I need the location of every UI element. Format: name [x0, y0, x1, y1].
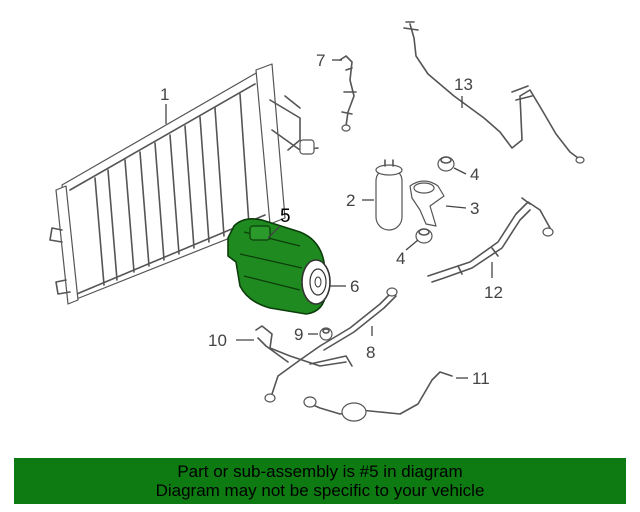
callout-4-upper: 4	[470, 165, 479, 184]
banner-line-2: Diagram may not be specific to your vehi…	[155, 481, 485, 500]
parts-diagram: 1 7 13 2 4 3 4 5 6 10 9 8 12 11	[49, 21, 585, 422]
part-cap-upper	[437, 156, 455, 172]
callout-13: 13	[454, 75, 473, 94]
part-hose-12	[427, 197, 554, 283]
callout-2: 2	[346, 191, 355, 210]
callout-9: 9	[294, 325, 303, 344]
callout-7: 7	[316, 51, 325, 70]
info-banner: Part or sub-assembly is #5 in diagram Di…	[14, 458, 626, 504]
callout-6: 6	[350, 277, 359, 296]
callout-3: 3	[470, 199, 479, 218]
banner-line-1: Part or sub-assembly is #5 in diagram	[177, 462, 463, 481]
part-cap-lower	[415, 228, 433, 244]
part-receiver-drier	[375, 159, 403, 231]
callout-1: 1	[160, 85, 169, 104]
part-condenser	[49, 63, 319, 305]
leader-lines	[165, 59, 493, 379]
part-hose-7	[339, 55, 357, 132]
part-hose-10	[255, 325, 347, 367]
callout-10: 10	[208, 331, 227, 350]
part-compressor	[227, 218, 331, 315]
part-line-8	[264, 287, 398, 403]
part-bracket	[409, 180, 445, 227]
callout-11: 11	[472, 369, 490, 388]
part-line-11	[303, 371, 453, 422]
callout-12: 12	[484, 283, 503, 302]
callout-5: 5	[280, 206, 291, 227]
part-fitting-9	[319, 327, 333, 341]
part-line-13	[403, 21, 585, 164]
callout-8: 8	[366, 343, 375, 362]
callout-4-lower: 4	[396, 249, 405, 268]
